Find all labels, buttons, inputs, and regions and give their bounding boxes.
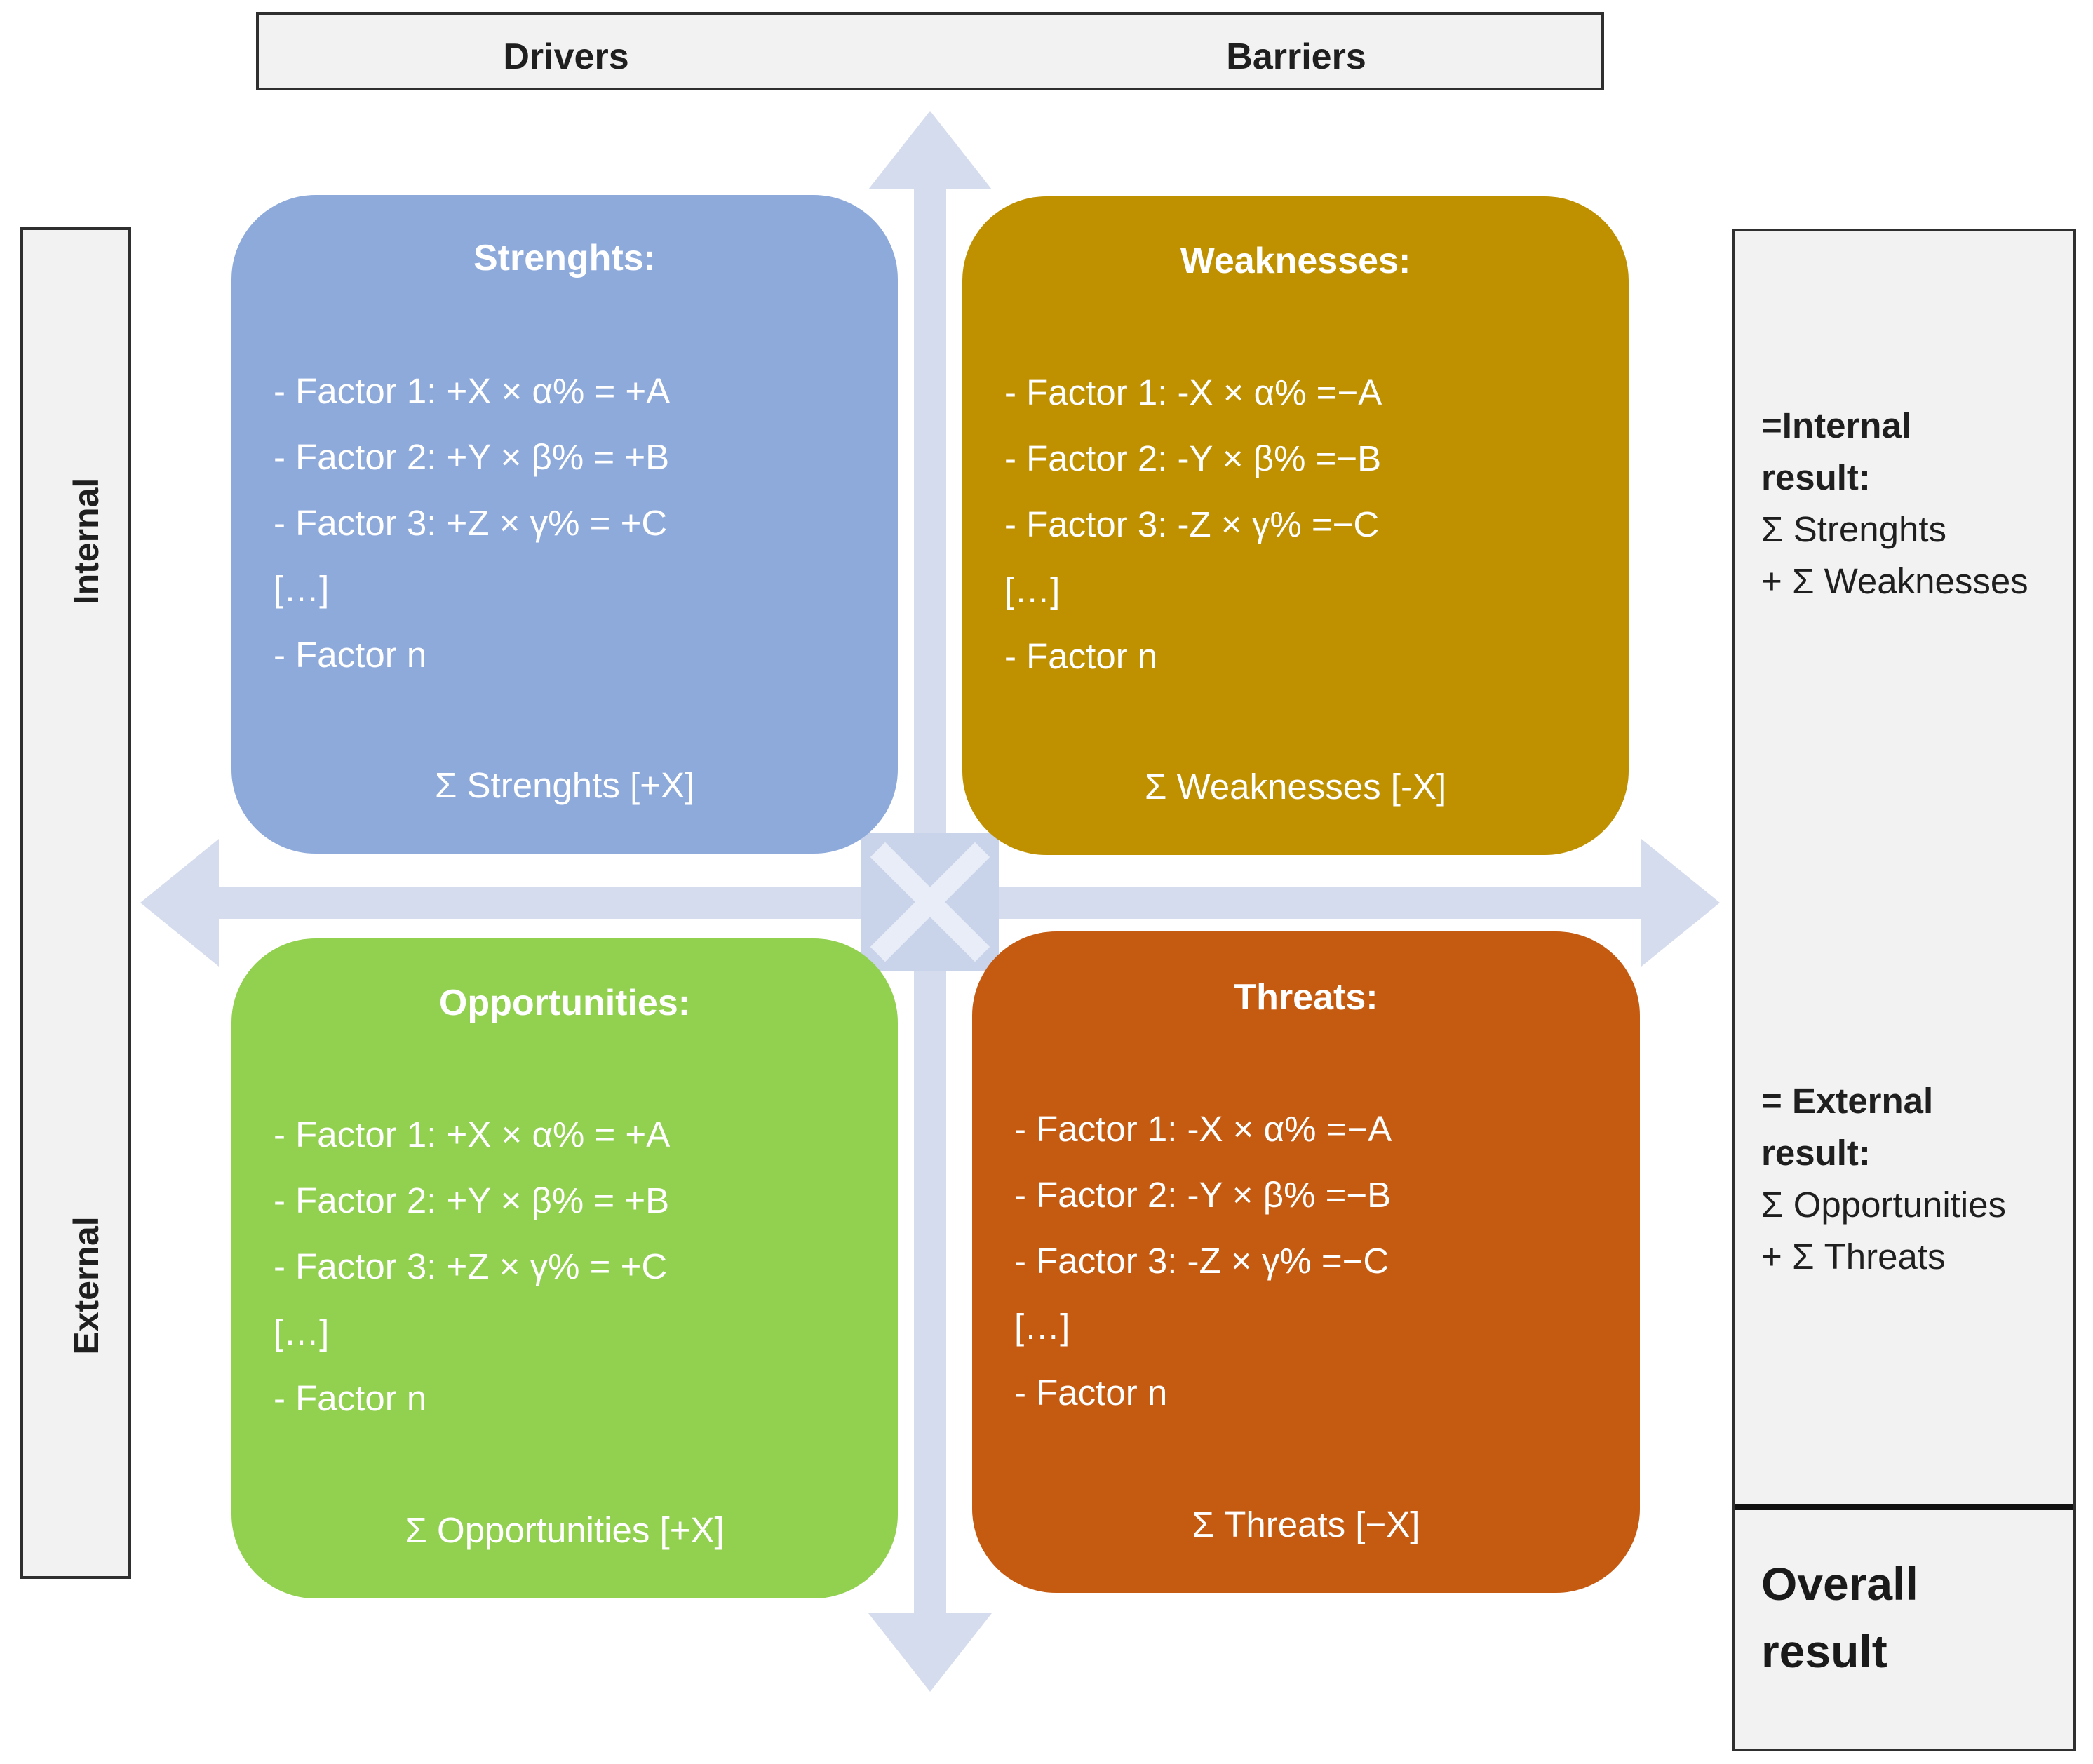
opportunities-factor-n: - Factor n [274,1378,427,1418]
weaknesses-title: Weaknesses: [1180,241,1411,281]
strengths-factor-1: - Factor 1: +X × α% = +A [274,371,671,411]
strengths-factor-3: - Factor 3: +Z × γ% = +C [274,503,668,543]
header-bar: Drivers Barriers [256,12,1604,90]
left-dimension-bar: Internal External [20,227,131,1579]
strengths-title: Strenghts: [473,238,656,278]
external-result-title-1: = External [1761,1081,1934,1121]
strengths-factor-n: - Factor n [274,635,427,675]
external-result-line-2: + Σ Threats [1761,1237,1946,1277]
opportunities-quadrant: Opportunities: - Factor 1: +X × α% = +A … [231,938,898,1598]
internal-result-title-1: =Internal [1761,405,1911,445]
external-result-line-1: Σ Opportunities [1761,1185,2007,1225]
weaknesses-factor-2: - Factor 2: -Y × β% =−B [1004,438,1382,478]
barriers-label: Barriers [1226,36,1366,77]
external-result-title-2: result: [1761,1133,1871,1173]
result-divider [1735,1504,2073,1510]
threats-title: Threats: [1234,977,1378,1018]
internal-result-title-2: result: [1761,457,1871,497]
internal-result: =Internal result: Σ Strenghts + Σ Weakne… [1761,400,2056,607]
threats-factor-1: - Factor 1: -X × α% =−A [1014,1109,1392,1149]
overall-result-line-2: result [1761,1625,1887,1677]
arrow-up-icon [868,111,992,189]
threats-sum: Σ Threats [−X] [1192,1504,1420,1544]
weaknesses-sum: Σ Weaknesses [-X] [1144,767,1447,807]
threats-ellipsis: […] [1014,1307,1070,1347]
weaknesses-ellipsis: […] [1004,570,1061,610]
strengths-ellipsis: […] [274,569,330,609]
weaknesses-factor-1: - Factor 1: -X × α% =−A [1004,372,1382,412]
strengths-quadrant: Strenghts: - Factor 1: +X × α% = +A - Fa… [231,195,898,854]
arrow-left-icon [140,839,219,967]
weaknesses-quadrant: Weaknesses: - Factor 1: -X × α% =−A - Fa… [962,196,1629,855]
arrow-down-icon [868,1613,992,1692]
threats-factor-3: - Factor 3: -Z × γ% =−C [1014,1241,1389,1281]
threats-quadrant: Threats: - Factor 1: -X × α% =−A - Facto… [972,931,1640,1593]
overall-result: Overall result [1761,1550,2056,1685]
external-result: = External result: Σ Opportunities + Σ T… [1761,1075,2056,1283]
opportunities-title: Opportunities: [438,983,691,1023]
center-cross-icon [870,842,990,962]
overall-result-line-1: Overall [1761,1558,1918,1610]
threats-factor-2: - Factor 2: -Y × β% =−B [1014,1175,1392,1215]
arrow-right-icon [1641,839,1720,967]
internal-result-line-1: Σ Strenghts [1761,509,1946,549]
weaknesses-factor-n: - Factor n [1004,636,1158,676]
drivers-label: Drivers [503,36,629,77]
opportunities-ellipsis: […] [274,1312,330,1352]
opportunities-factor-2: - Factor 2: +Y × β% = +B [274,1180,670,1220]
result-panel: =Internal result: Σ Strenghts + Σ Weakne… [1732,229,2076,1751]
opportunities-factor-3: - Factor 3: +Z × γ% = +C [274,1246,668,1286]
strengths-sum: Σ Strenghts [+X] [434,765,695,805]
opportunities-factor-1: - Factor 1: +X × α% = +A [274,1115,671,1154]
strengths-factor-2: - Factor 2: +Y × β% = +B [274,437,670,477]
weaknesses-factor-3: - Factor 3: -Z × γ% =−C [1004,504,1380,544]
internal-result-line-2: + Σ Weaknesses [1761,561,2028,601]
opportunities-sum: Σ Opportunities [+X] [405,1510,725,1550]
threats-factor-n: - Factor n [1014,1373,1168,1413]
